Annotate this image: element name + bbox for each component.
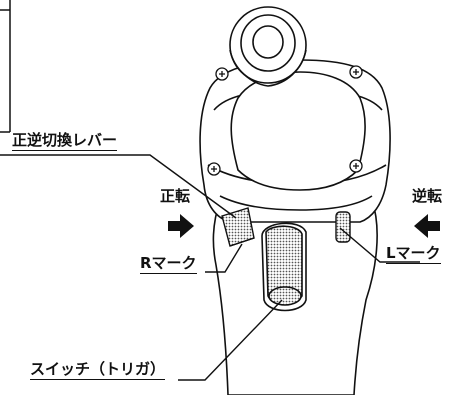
- arrow-right-icon: [168, 214, 194, 238]
- info-box-fragment: [0, 0, 11, 133]
- label-r-mark: Rマーク: [140, 254, 197, 274]
- screw-icon: [207, 65, 363, 176]
- motor-housing: [230, 71, 366, 191]
- drill-chuck: [229, 6, 307, 87]
- reverse-lever: [221, 207, 255, 247]
- l-mark-tab: [335, 211, 351, 243]
- label-switch: スイッチ（トリガ）: [30, 360, 166, 380]
- label-l-mark: Lマーク: [386, 244, 441, 264]
- trigger-switch: [261, 222, 307, 312]
- label-lever: 正逆切換レバー: [12, 131, 118, 151]
- arrow-left-icon: [414, 214, 440, 238]
- label-forward: 正転: [160, 187, 191, 205]
- label-reverse: 逆転: [412, 187, 443, 205]
- leader-lines: [0, 154, 420, 381]
